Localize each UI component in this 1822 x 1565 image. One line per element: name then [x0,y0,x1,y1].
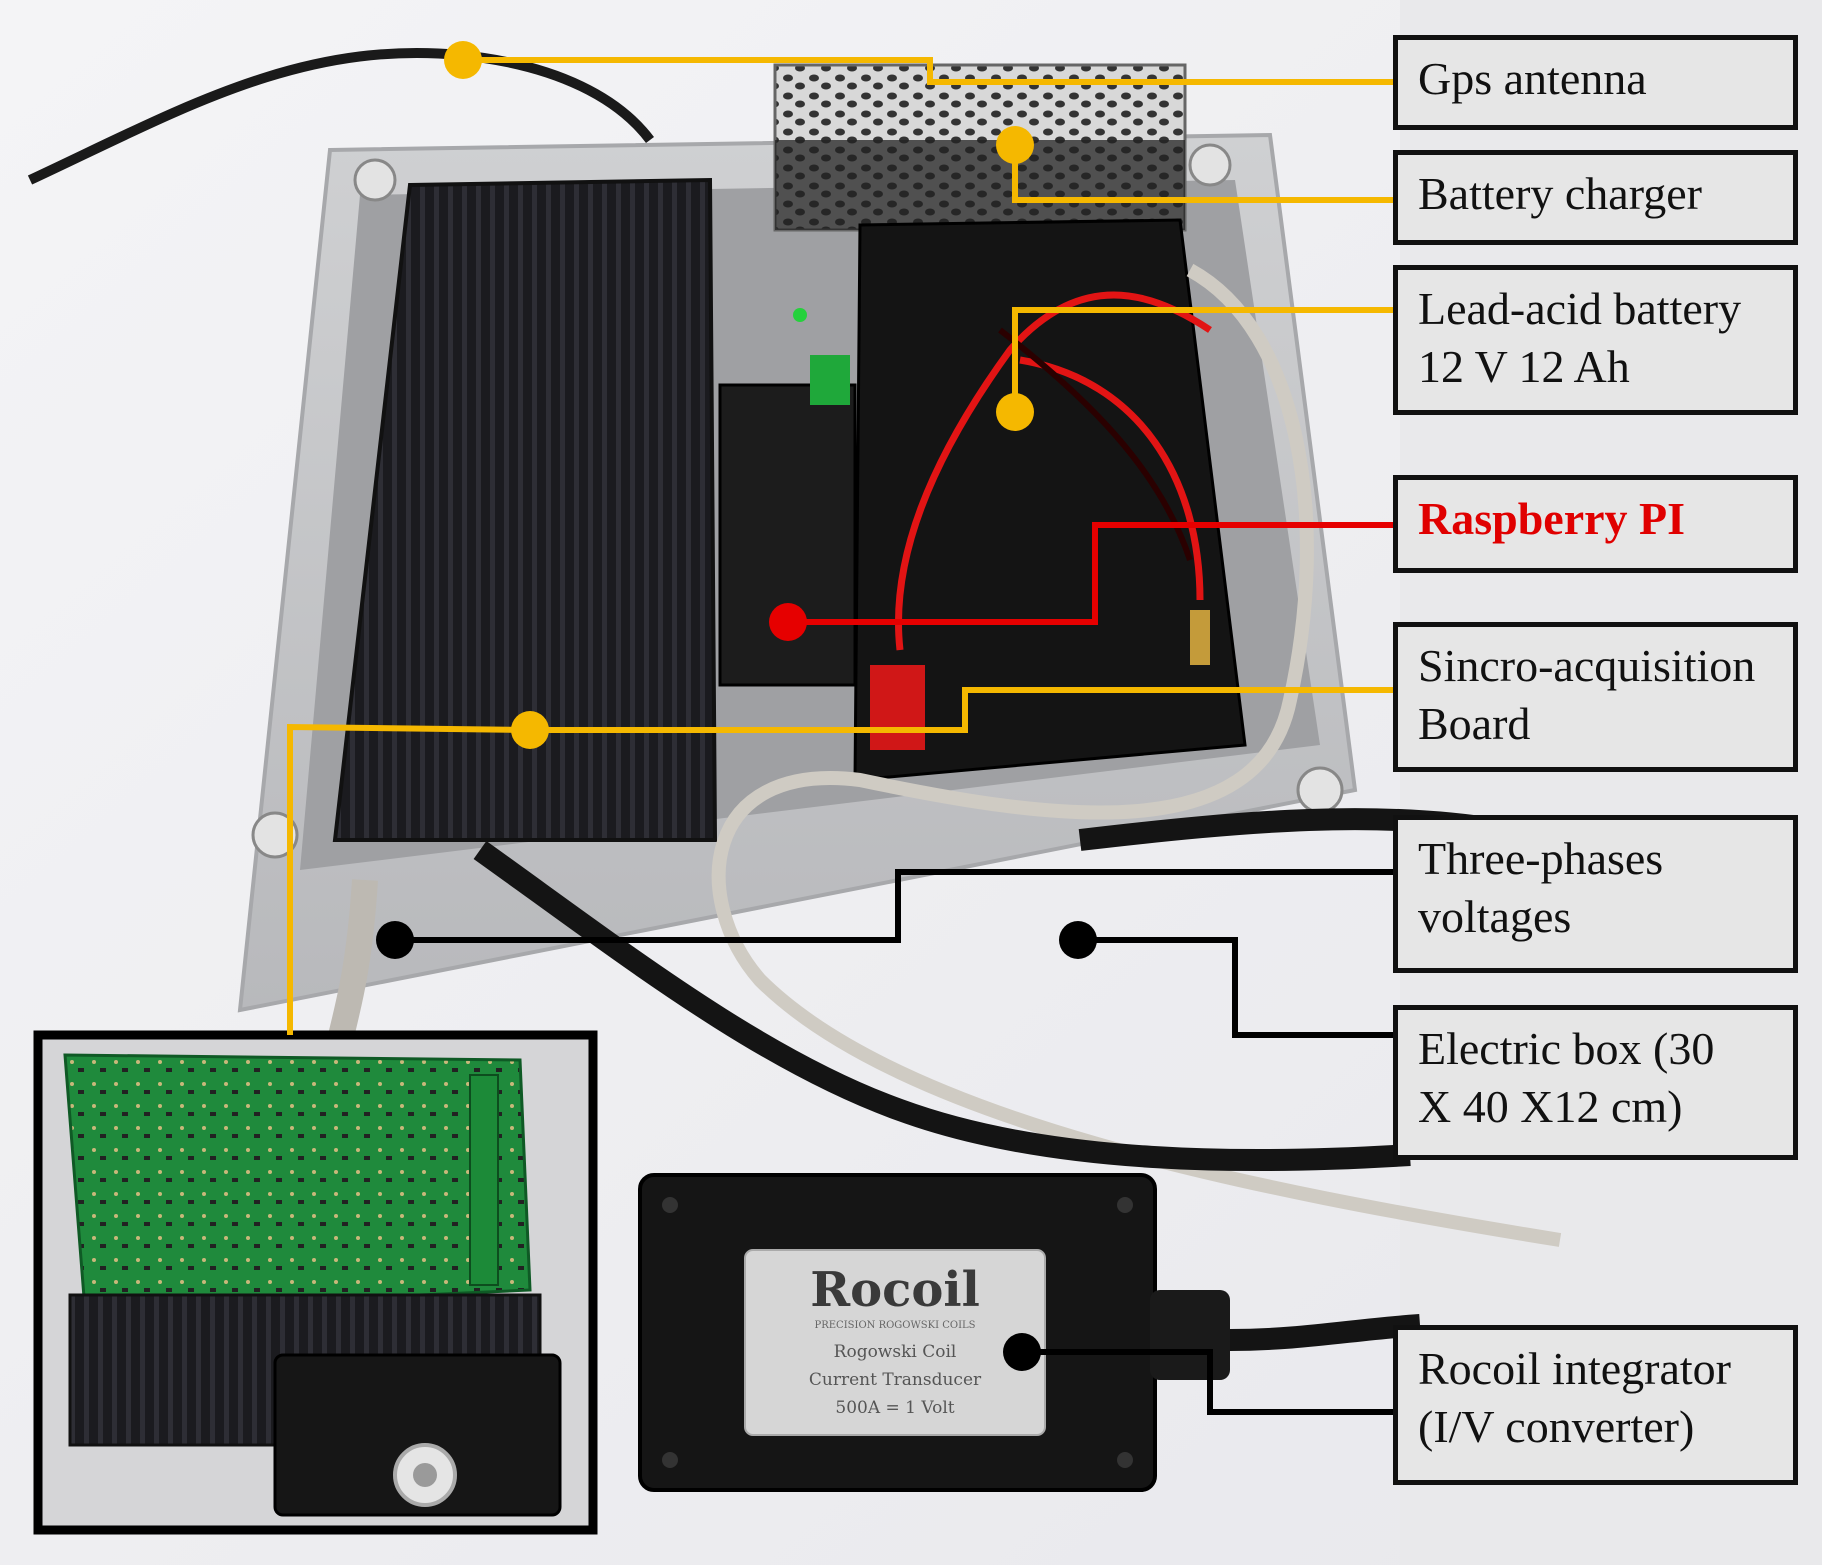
rocoil-desc-line2: Current Transducer [808,1370,982,1390]
rocoil-label-plate [744,1249,1046,1436]
leader-electric-box-dot [1059,921,1097,959]
leader-lead-acid-battery [1012,307,1398,412]
label-text: X 40 X12 cm) [1418,1081,1683,1132]
label-gps-antenna: Gps antenna [1393,35,1798,130]
leader-rocoil-integrator [1022,1349,1398,1415]
label-text: Gps antenna [1418,53,1647,104]
sincro-board-inset [33,1030,598,1535]
box-screw [1188,143,1232,187]
label-text: Electric box (30 [1418,1023,1715,1074]
raspberry-pi-led [793,308,807,322]
leader-lines [287,41,1398,1415]
inset-pcb [63,1053,532,1312]
leader-lead-acid-battery-dot [996,393,1034,431]
rocoil-screw [1117,1452,1133,1468]
label-text: Board [1418,698,1531,749]
box-screw [251,811,299,859]
label-text: Lead-acid battery [1418,283,1742,334]
right-shade [1400,0,1822,1565]
label-text: Battery charger [1418,168,1702,219]
label-text: Sincro-acquisition [1418,640,1756,691]
leader-raspberry-pi-dot [769,603,807,641]
inset-terminal-block [469,1074,499,1286]
raspberry-pi-green-part [810,355,850,405]
label-three-phases: Three-phases voltages [1393,815,1798,973]
leader-sincro-inset [287,723,531,1035]
rocoil-screw [662,1452,678,1468]
leader-rocoil-integrator-dot [1003,1333,1041,1371]
label-raspberry-pi: Raspberry PI [1393,475,1798,573]
gps-antenna-cable [27,47,654,185]
rocoil-tagline: PRECISION ROGOWSKI COILS [814,1320,976,1331]
leader-three-phases [395,869,1398,943]
inset-end-plate [273,1353,562,1517]
rocoil-desc-line3: 500A = 1 Volt [835,1398,955,1418]
label-lead-acid-battery: Lead-acid battery 12 V 12 Ah [1393,265,1798,415]
battery-terminal [1190,610,1210,665]
label-text: Rocoil integrator [1418,1343,1731,1394]
leader-sincro-board [530,687,1398,733]
leader-battery-charger-dot [996,126,1034,164]
rocoil-cable-gland [1150,1290,1230,1380]
leader-raspberry-pi [788,522,1398,625]
label-text: 12 V 12 Ah [1418,341,1630,392]
leader-gps-antenna [463,57,1398,85]
label-battery-charger: Battery charger [1393,150,1798,245]
grey-cable [327,879,378,1044]
leader-electric-box [1078,937,1398,1038]
label-sincro-board: Sincro-acquisition Board [1393,622,1798,772]
rocoil-desc-line1: Rogowski Coil [833,1342,957,1362]
rocoil-brand: Rocoil [810,1262,980,1318]
label-electric-box: Electric box (30 X 40 X12 cm) [1393,1005,1798,1160]
rocoil-screw [1117,1197,1133,1213]
box-screw [353,158,397,202]
label-text: (I/V converter) [1418,1401,1695,1452]
grey-cable [711,263,1562,1247]
battery-wire-red [1019,356,1204,601]
heatsink [332,177,718,842]
label-text: Raspberry PI [1418,493,1686,544]
leader-three-phases-dot [376,921,414,959]
label-text: Three-phases [1418,833,1664,884]
battery-charger-side [775,140,1185,230]
label-text: voltages [1418,891,1572,942]
battery-terminal-red [870,665,925,750]
box-screw [1296,766,1344,814]
rocoil-screw [662,1197,678,1213]
battery-wire-red [894,291,1212,651]
leader-gps-antenna-dot [444,41,482,79]
black-cable [473,841,1411,1172]
label-rocoil-integrator: Rocoil integrator (I/V converter) [1393,1325,1798,1485]
lead-acid-battery [853,218,1247,782]
